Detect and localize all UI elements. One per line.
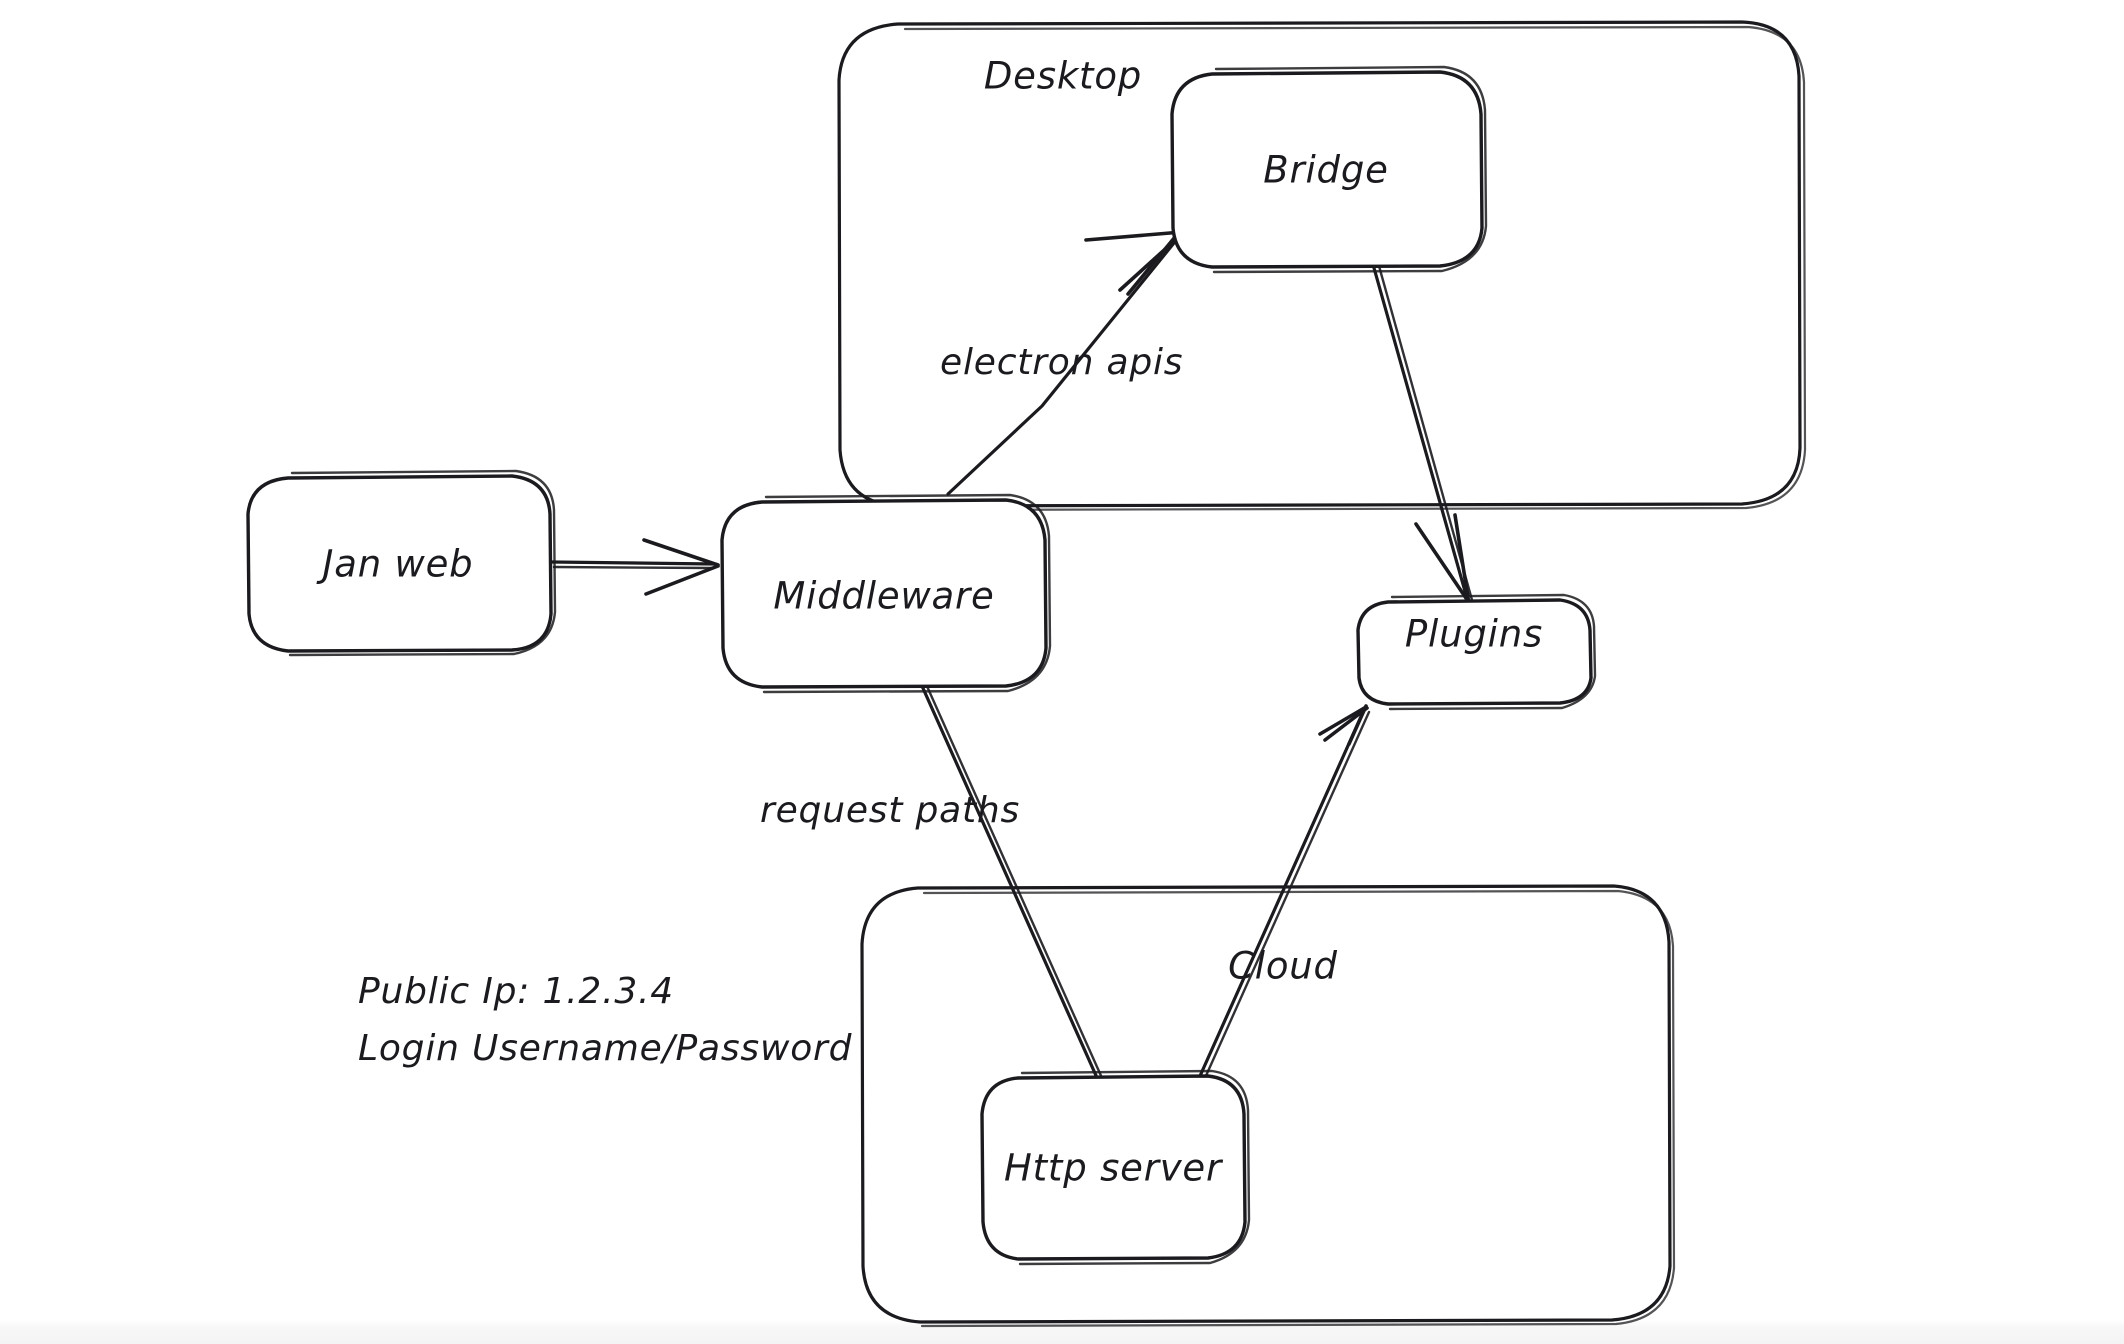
edge-http-to-plugins[interactable] xyxy=(1198,704,1371,1080)
node-jan-web[interactable]: Jan web xyxy=(246,469,557,657)
node-jan-web-label: Jan web xyxy=(316,543,474,586)
edge-middleware-to-bridge[interactable]: electron apis xyxy=(940,229,1185,496)
edge-bridge-to-plugins[interactable] xyxy=(1372,264,1474,606)
node-bridge[interactable]: Bridge xyxy=(1170,65,1488,274)
container-cloud-label: Cloud xyxy=(1228,945,1338,988)
node-plugins-label: Plugins xyxy=(1405,613,1543,656)
edge-janweb-to-middleware[interactable] xyxy=(550,538,720,596)
edge-label-request-paths: request paths xyxy=(760,790,1020,831)
node-http-server-label: Http server xyxy=(1004,1147,1224,1190)
container-desktop[interactable]: Desktop xyxy=(837,20,1807,512)
node-http-server[interactable]: Http server xyxy=(980,1069,1251,1266)
node-middleware[interactable]: Middleware xyxy=(720,493,1052,694)
container-desktop-label: Desktop xyxy=(984,55,1142,98)
edge-label-electron-apis: electron apis xyxy=(940,342,1183,383)
container-cloud[interactable]: Cloud xyxy=(860,884,1676,1328)
node-bridge-label: Bridge xyxy=(1263,149,1388,192)
edge-middleware-to-http[interactable]: request paths xyxy=(760,682,1104,1082)
note-public-ip: Public Ip: 1.2.3.4 xyxy=(358,971,674,1012)
node-middleware-label: Middleware xyxy=(773,575,994,618)
note-login-credentials: Login Username/Password xyxy=(358,1028,853,1069)
notes-block: Public Ip: 1.2.3.4 Login Username/Passwo… xyxy=(358,971,853,1069)
node-plugins[interactable]: Plugins xyxy=(1356,593,1597,711)
